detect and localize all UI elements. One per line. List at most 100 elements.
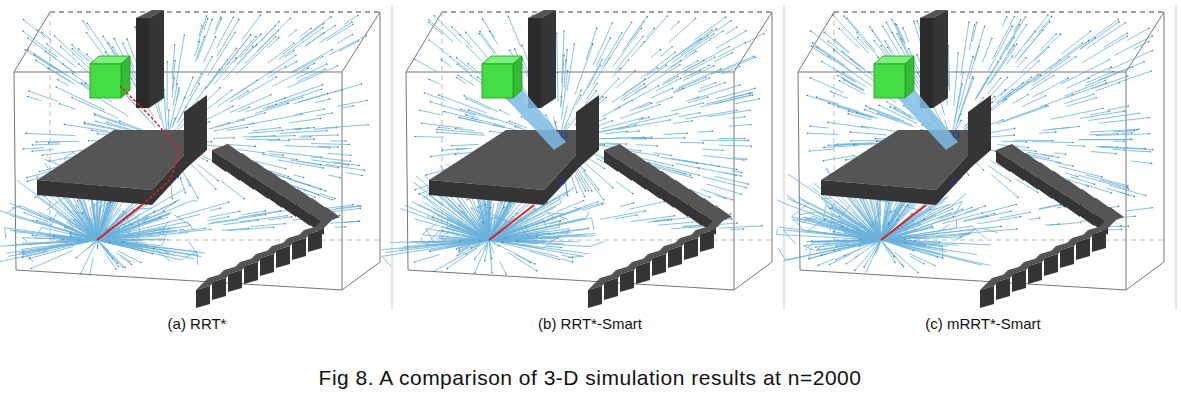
tree-edge <box>671 103 703 111</box>
tree-node <box>460 109 462 111</box>
tree-edge <box>575 44 593 95</box>
box-edge <box>50 240 380 241</box>
tree-edge <box>605 131 627 134</box>
tree-edge <box>26 133 75 135</box>
tree-node <box>712 130 714 132</box>
tree-edge <box>273 68 309 86</box>
tree-node <box>690 174 692 176</box>
tree-node <box>485 204 487 206</box>
tree-edge <box>663 60 704 82</box>
tree-node <box>329 98 331 100</box>
tree-edge <box>97 240 181 260</box>
tree-edge <box>582 204 603 211</box>
tree-node <box>644 83 646 85</box>
tree-node <box>285 66 287 68</box>
tree-edge <box>447 248 477 268</box>
tree-node <box>745 42 747 44</box>
tree-node <box>353 105 355 107</box>
stair-step <box>296 204 310 226</box>
tree-edge <box>116 225 132 232</box>
tree-node <box>740 175 742 177</box>
tree-edge <box>656 97 672 103</box>
tree-node <box>660 49 662 51</box>
tree-node <box>112 46 114 48</box>
tree-node <box>677 76 679 78</box>
tree-edge <box>485 245 488 261</box>
tree-node <box>695 18 697 20</box>
tree-node <box>206 15 208 17</box>
tree-edge <box>330 36 367 55</box>
tree-node <box>414 59 416 61</box>
tree-node <box>459 240 461 242</box>
tree-node <box>458 249 460 251</box>
tree-node <box>588 190 590 192</box>
tree-node <box>296 159 298 161</box>
tree-edge <box>489 240 590 247</box>
tree-edge <box>295 64 326 79</box>
tree-node <box>713 33 715 35</box>
tree-node <box>231 89 233 91</box>
tree-edge <box>66 227 89 236</box>
box-edge <box>50 12 380 13</box>
tree-node <box>22 254 24 256</box>
tree-node <box>566 49 568 51</box>
tree-node <box>451 145 453 147</box>
tree-edge <box>517 238 558 239</box>
tree-node <box>731 199 733 201</box>
tree-node <box>303 177 305 179</box>
tree-node <box>260 34 262 36</box>
tree-node <box>84 123 86 125</box>
tree-edge <box>91 234 125 267</box>
tree-edge <box>333 84 361 92</box>
tree-edge <box>706 93 752 104</box>
tree-edge <box>87 33 105 58</box>
tree-node <box>709 64 711 66</box>
tree-node <box>697 60 699 62</box>
tree-node <box>314 63 316 65</box>
tree-edge <box>162 233 166 246</box>
tree-node <box>631 99 633 101</box>
tree-edge <box>297 94 327 103</box>
tree-node <box>337 146 339 148</box>
tree-node <box>348 164 350 166</box>
tree-edge <box>289 118 320 122</box>
tree-node <box>34 196 36 198</box>
tree-node <box>484 260 486 262</box>
stair-step <box>254 177 268 199</box>
tree-node <box>596 27 598 29</box>
stair-step <box>196 286 210 308</box>
tree-edge <box>31 251 72 269</box>
tree-node <box>293 50 295 52</box>
tree-edge <box>620 203 634 207</box>
tree-node <box>168 228 170 230</box>
tree-edge <box>492 242 535 264</box>
tree-edge <box>29 91 59 102</box>
tree-edge <box>35 227 42 238</box>
tree-node <box>456 255 458 257</box>
tree-node <box>648 117 650 119</box>
tree-node <box>329 147 331 149</box>
tree-edge <box>279 28 323 60</box>
tree-node <box>123 210 125 212</box>
tree-node <box>331 49 333 51</box>
tree-edge <box>210 208 221 211</box>
tree-node <box>596 82 598 84</box>
tree-node <box>459 34 461 36</box>
tree-node <box>22 252 24 254</box>
tree-node <box>466 46 468 48</box>
tree-edge <box>108 242 153 249</box>
tree-node <box>27 37 29 39</box>
tree-edge <box>190 74 202 97</box>
tree-node <box>730 20 732 22</box>
tree-node <box>588 228 590 230</box>
tree-edge <box>663 133 687 134</box>
tree-edge <box>620 84 644 100</box>
tree-node <box>687 132 689 134</box>
tree-node <box>345 140 347 142</box>
tree-edge <box>703 156 744 161</box>
tree-node <box>350 161 352 163</box>
tree-node <box>27 181 29 183</box>
tree-node <box>322 84 324 86</box>
tree-edge <box>121 257 132 265</box>
tree-node <box>743 228 745 230</box>
